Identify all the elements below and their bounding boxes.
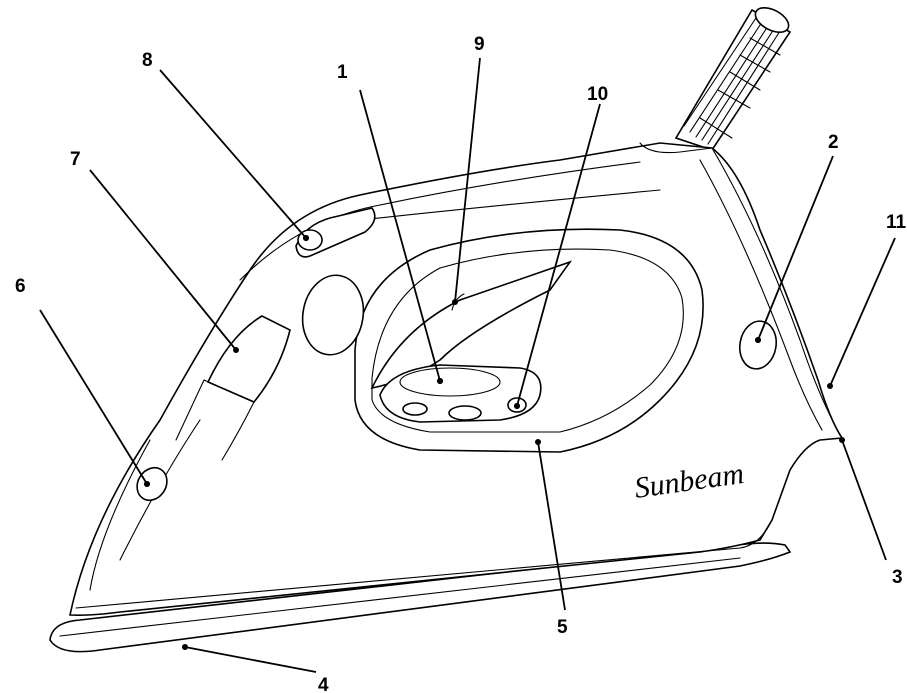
leader-4-dot xyxy=(182,644,188,650)
leader-7 xyxy=(89,169,237,351)
leader-3-dot xyxy=(839,437,845,443)
leader-6 xyxy=(39,309,148,485)
leader-1-dot xyxy=(437,378,443,384)
leader-9-dot xyxy=(452,299,458,305)
leader-9 xyxy=(454,57,481,303)
leader-3 xyxy=(841,439,887,561)
callout-8: 8 xyxy=(142,50,153,71)
side-oval xyxy=(301,274,365,356)
water-window xyxy=(175,315,291,461)
leader-10 xyxy=(516,103,601,407)
leader-7-dot xyxy=(233,347,239,353)
callout-2: 2 xyxy=(828,132,839,153)
callout-1: 1 xyxy=(337,62,348,83)
leader-11 xyxy=(829,237,896,387)
callout-9: 9 xyxy=(474,34,485,55)
leader-5 xyxy=(537,441,566,611)
callout-numbers: 1 2 3 4 5 6 7 8 9 10 11 xyxy=(15,34,907,693)
leader-4 xyxy=(184,646,317,673)
callout-5: 5 xyxy=(557,617,568,638)
callout-10: 10 xyxy=(587,84,608,105)
leader-2-dot xyxy=(755,337,761,343)
callout-6: 6 xyxy=(15,276,26,297)
leader-10-dot xyxy=(514,403,520,409)
callout-4: 4 xyxy=(318,675,329,693)
temperature-dial xyxy=(379,364,542,423)
leader-8-dot xyxy=(303,235,309,241)
leader-2 xyxy=(757,155,834,341)
leader-lines xyxy=(39,57,896,673)
soleplate xyxy=(49,542,792,653)
leader-1 xyxy=(359,89,441,382)
power-cord xyxy=(674,6,792,151)
leader-5-dot xyxy=(535,439,541,445)
leader-8 xyxy=(159,69,307,239)
leader-11-dot xyxy=(827,383,833,389)
callout-3: 3 xyxy=(892,567,903,588)
callout-11: 11 xyxy=(886,212,907,233)
callout-7: 7 xyxy=(70,149,81,170)
leader-6-dot xyxy=(144,481,150,487)
